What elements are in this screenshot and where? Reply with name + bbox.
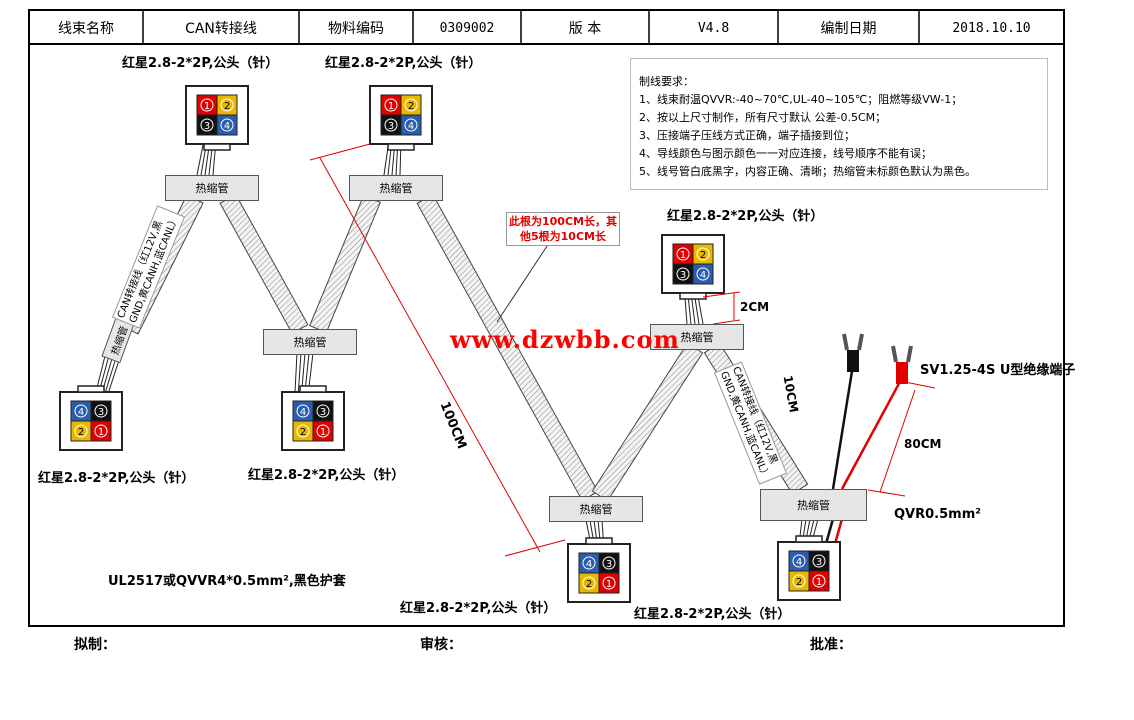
- connector-pin: [808, 570, 830, 592]
- pin-number: 3: [204, 121, 210, 132]
- connector-label: 红星2.8-2*2P,公头（针）: [122, 56, 279, 71]
- header-name-label: 线束名称: [58, 21, 114, 37]
- pin-number: 4: [796, 557, 802, 568]
- header-part-value: 0309002: [439, 20, 495, 36]
- pin-number: 4: [408, 121, 414, 132]
- pin-number: 2: [700, 250, 706, 261]
- wire-spec: QVR0.5mm²: [894, 507, 981, 522]
- pin-number: 4: [300, 407, 306, 418]
- cable-bundle: [219, 193, 309, 335]
- black-fork-terminal-icon: [842, 333, 864, 372]
- notes-item: 4、导线颜色与图示颜色一一对应连接，线号顺序不能有误；: [639, 147, 932, 160]
- pin-number: 4: [78, 407, 84, 418]
- approve-signature-label: 批准：: [810, 637, 852, 653]
- dimension-tick: [712, 319, 741, 325]
- connector-pin: [692, 263, 714, 285]
- heat-shrink-sleeve: 热缩管: [549, 496, 643, 522]
- pin-number: 1: [204, 101, 210, 112]
- pin-number: 1: [680, 250, 686, 261]
- cable-bundle: [309, 194, 381, 334]
- notes-item: 3、压接端子压线方式正确，端子插接到位；: [639, 129, 855, 142]
- red-lead-wire: [840, 377, 904, 490]
- connector-housing: 4 3 2 1: [567, 537, 631, 603]
- dimension-tick: [904, 381, 936, 389]
- connector-housing: 1 2 3 4: [661, 234, 725, 300]
- connector-pin: [312, 420, 334, 442]
- notes-title: 制线要求：: [639, 75, 694, 88]
- heat-shrink-sleeve: 热缩管: [760, 489, 867, 521]
- pin-number: 1: [98, 427, 104, 438]
- dim-offset: 2CM: [740, 300, 770, 314]
- heat-shrink-sleeve: 热缩管: [349, 175, 443, 201]
- heat-shrink-sleeve: 热缩管: [165, 175, 259, 201]
- connector-housing: 1 2 3 4: [185, 85, 249, 151]
- pin-number: 2: [78, 427, 84, 438]
- connector-housing: 4 3 2 1: [777, 535, 841, 601]
- pin-number: 1: [388, 101, 394, 112]
- wiring-requirements-box: 制线要求： 1、线束耐温QVVR:-40~70℃,UL-40~105℃；阻燃等级…: [630, 58, 1048, 190]
- cable-bundle: [591, 342, 704, 502]
- header-date-label: 编制日期: [820, 21, 877, 37]
- header-name-value: CAN转接线: [185, 21, 257, 37]
- notes-item: 1、线束耐温QVVR:-40~70℃,UL-40~105℃；阻燃等级VW-1；: [639, 93, 963, 106]
- pin-number: 3: [388, 121, 394, 132]
- review-signature-label: 审核：: [420, 637, 462, 653]
- length-callout: 此根为100CM长，其他5根为10CM长: [506, 212, 620, 246]
- connector-housing: 4 3 2 1: [281, 385, 345, 451]
- connector-housing: 1 2 3 4: [369, 85, 433, 151]
- connector-pin: [90, 420, 112, 442]
- dimension-tick: [504, 539, 566, 557]
- heat-shrink-sleeve: 热缩管: [650, 324, 744, 350]
- connector-label: 红星2.8-2*2P,公头（针）: [634, 607, 791, 622]
- dimension-tick: [309, 143, 371, 161]
- pin-number: 3: [816, 557, 822, 568]
- pin-number: 2: [408, 101, 414, 112]
- connector-housing: 4 3 2 1: [59, 385, 123, 451]
- dimension-line-lead: [879, 389, 916, 493]
- pin-number: 3: [98, 407, 104, 418]
- connector-label: 红星2.8-2*2P,公头（针）: [667, 209, 824, 224]
- pin-number: 3: [606, 559, 612, 570]
- connector-label: 红星2.8-2*2P,公头（针）: [38, 471, 195, 486]
- pin-number: 3: [680, 270, 686, 281]
- header-version-value: V4.8: [697, 20, 730, 36]
- header-date-value: 2018.10.10: [952, 20, 1031, 36]
- dimension-line-long: [319, 157, 541, 553]
- dimension-tick: [867, 489, 906, 497]
- connector-label: 红星2.8-2*2P,公头（针）: [248, 468, 405, 483]
- watermark: www.dzwbb.com: [450, 325, 680, 354]
- pin-number: 1: [606, 579, 612, 590]
- pin-number: 4: [224, 121, 230, 132]
- pin-number: 2: [224, 101, 230, 112]
- pin-number: 2: [796, 577, 802, 588]
- notes-item: 5、线号管白底黑字，内容正确、清晰；热缩管未标颜色默认为黑色。: [639, 165, 976, 178]
- dimension-tick: [702, 291, 741, 298]
- connector-label: 红星2.8-2*2P,公头（针）: [325, 56, 482, 71]
- pin-number: 1: [816, 577, 822, 588]
- wire: [196, 139, 205, 176]
- notes-item: 2、按以上尺寸制作，所有尺寸默认 公差-0.5CM；: [639, 111, 887, 124]
- pin-number: 2: [300, 427, 306, 438]
- black-lead-wire: [831, 364, 855, 490]
- dim-lead: 80CM: [904, 437, 942, 451]
- connector-label: 红星2.8-2*2P,公头（针）: [400, 601, 557, 616]
- cable-spec: UL2517或QVVR4*0.5mm²,黑色护套: [108, 574, 346, 589]
- connector-pin: [598, 572, 620, 594]
- terminal-label: SV1.25-4S U型绝缘端子: [920, 363, 1076, 378]
- pin-number: 4: [586, 559, 592, 570]
- header-version-label: 版 本: [568, 21, 602, 37]
- pin-number: 4: [700, 270, 706, 281]
- connector-pin: [216, 114, 238, 136]
- header-part-label: 物料编码: [328, 21, 384, 37]
- pin-number: 3: [320, 407, 326, 418]
- callout-leader: [496, 239, 552, 323]
- pin-number: 1: [320, 427, 326, 438]
- red-fork-terminal-icon: [891, 345, 913, 384]
- draft-signature-label: 拟制：: [74, 637, 116, 653]
- pin-number: 2: [586, 579, 592, 590]
- heat-shrink-sleeve: 热缩管: [263, 329, 357, 355]
- connector-pin: [400, 114, 422, 136]
